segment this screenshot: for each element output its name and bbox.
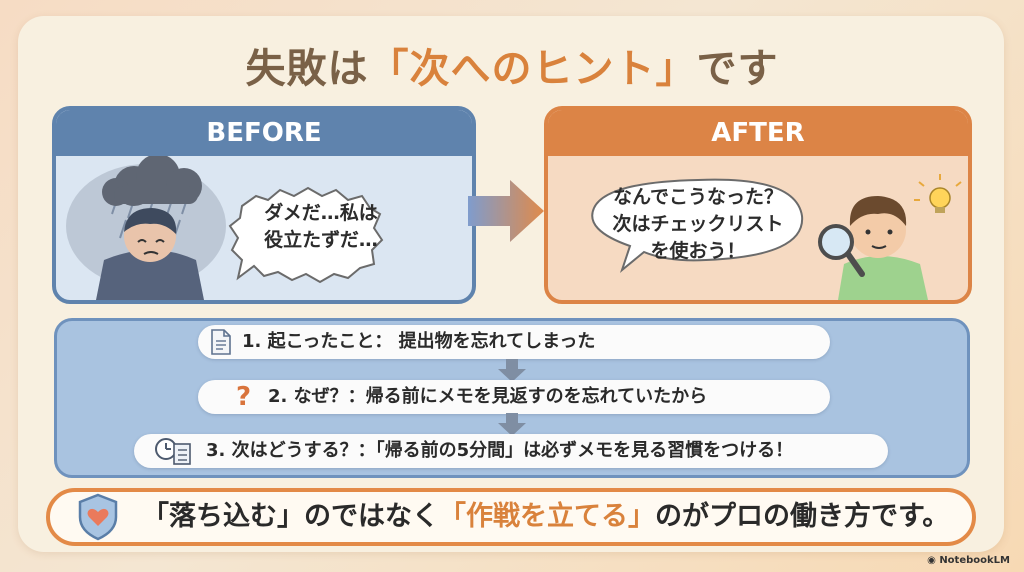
step-1-label: 1. 起こったこと： 提出物を忘れてしまった bbox=[242, 331, 596, 352]
before-speech: ダメだ…私は 役立たずだ… bbox=[264, 202, 378, 251]
down-arrow-icon-2 bbox=[498, 413, 526, 436]
thinking-person-illustration bbox=[591, 174, 962, 300]
title-post: です bbox=[696, 46, 779, 92]
magnifier-icon bbox=[818, 224, 865, 277]
document-icon bbox=[211, 329, 231, 355]
credit-text: NotebookLM bbox=[939, 555, 1010, 566]
step-3 bbox=[134, 434, 888, 468]
banner-part-2: のではなく bbox=[304, 501, 439, 532]
step-1 bbox=[198, 325, 830, 359]
step-3-label: 3. 次はどうする？：「帰る前の5分間」は必ずメモを見る習慣をつける！ bbox=[206, 440, 794, 461]
credit-label: ◉ NotebookLM bbox=[927, 555, 1010, 566]
after-header: AFTER bbox=[548, 110, 968, 156]
notebooklm-logo-icon: ◉ bbox=[927, 555, 940, 566]
arrow-right-icon bbox=[468, 180, 544, 242]
title-highlight: 「次へのヒント」 bbox=[368, 46, 697, 92]
speech-bubble bbox=[591, 178, 804, 273]
before-panel: BEFORE ダメだ…私は 役立たずだ… bbox=[52, 106, 476, 304]
after-speech: なんでこうなった？ 次はチェックリスト を使おう！ bbox=[612, 186, 784, 262]
down-arrow-icon bbox=[498, 359, 526, 382]
sad-person-illustration bbox=[66, 156, 384, 300]
step-2-label: 2. なぜ？：帰る前にメモを見返すのを忘れていたから bbox=[268, 386, 708, 407]
storm-cloud-icon bbox=[102, 156, 202, 206]
clock-checklist-icon bbox=[155, 438, 191, 465]
after-panel: AFTER なんでこうなった？ 次はチェックリスト を使おう！ bbox=[544, 106, 972, 304]
shield-heart-icon bbox=[78, 493, 118, 541]
banner-text: 「落ち込む」のではなく「作戦を立てる」のがプロの働き方です。 bbox=[142, 492, 949, 542]
title-pre: 失敗は bbox=[245, 46, 369, 92]
jagged-speech-bubble bbox=[228, 186, 384, 284]
bottom-banner: 「落ち込む」のではなく「作戦を立てる」のがプロの働き方です。 bbox=[46, 488, 976, 546]
before-header: BEFORE bbox=[56, 110, 472, 156]
question-icon: ? bbox=[236, 382, 252, 412]
page-title: 失敗は「次へのヒント」です bbox=[0, 36, 1024, 94]
banner-part-1: 「落ち込む」 bbox=[142, 501, 304, 532]
lightbulb-icon bbox=[914, 174, 962, 213]
banner-highlight: 「作戦を立てる」 bbox=[439, 501, 655, 532]
step-2 bbox=[198, 380, 830, 414]
banner-part-3: のがプロの働き方です。 bbox=[655, 501, 950, 532]
